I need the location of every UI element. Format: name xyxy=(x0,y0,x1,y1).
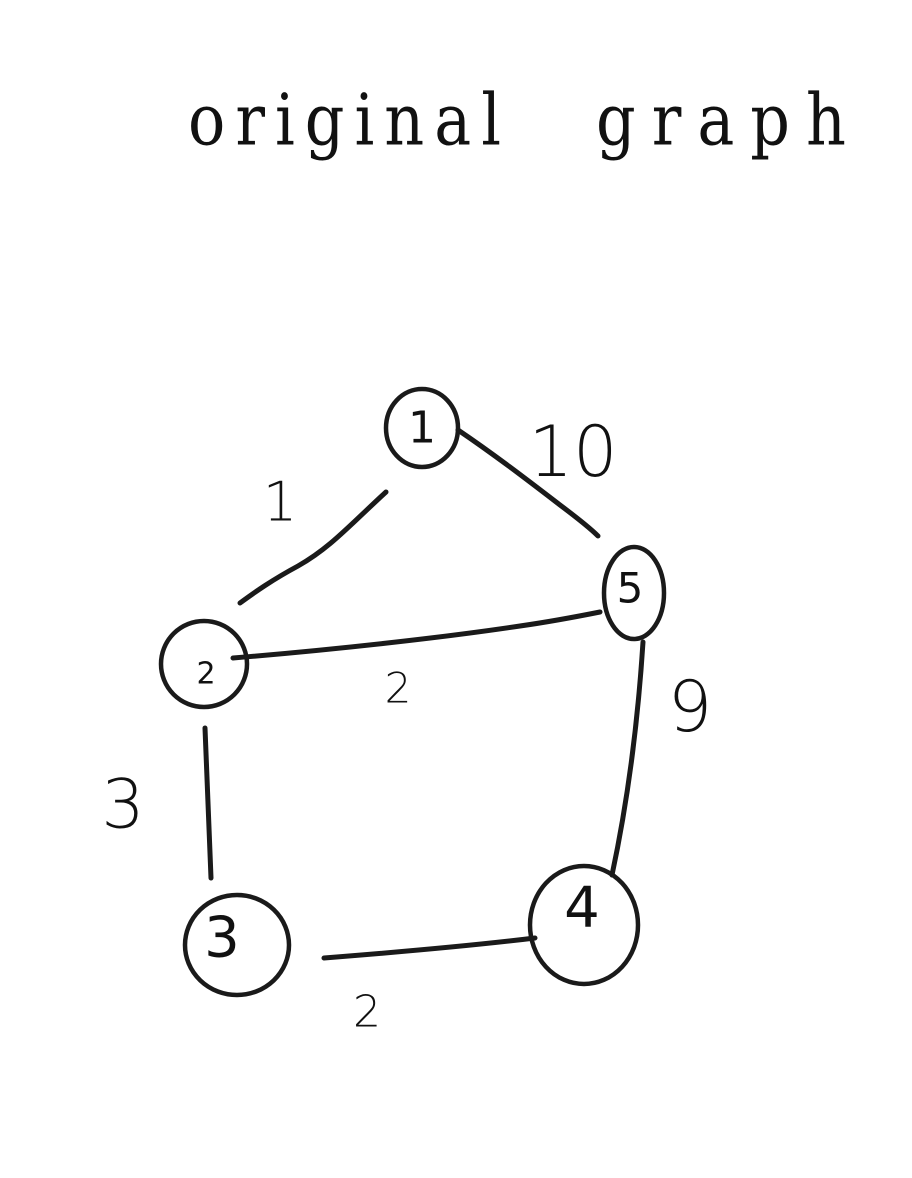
edge-1-5 xyxy=(455,427,601,539)
node-5-label: 5 xyxy=(617,564,644,613)
node-2-ring xyxy=(158,618,250,710)
node-4-label: 4 xyxy=(564,876,600,941)
title-word-graph: graph xyxy=(596,78,862,162)
nodes-layer: 1 2 3 4 5 xyxy=(158,386,667,998)
edge-weight-3-4: 2 xyxy=(353,987,381,1038)
edge-weight-5-4: 9 xyxy=(668,666,713,748)
node-5: 5 xyxy=(601,544,667,642)
edge-3-4 xyxy=(321,935,538,961)
weights-layer: 1 10 2 3 2 9 xyxy=(101,411,712,1038)
node-1-ring xyxy=(383,386,461,470)
node-3-label: 3 xyxy=(204,906,240,971)
node-2-label: 2 xyxy=(196,657,215,692)
edge-2-3 xyxy=(202,725,214,881)
edge-weight-1-5: 10 xyxy=(528,411,617,493)
edge-2-5 xyxy=(230,609,603,661)
node-1: 1 xyxy=(383,386,461,470)
node-4: 4 xyxy=(527,863,641,987)
node-5-ring xyxy=(601,544,667,642)
node-2: 2 xyxy=(158,618,250,710)
node-3-ring xyxy=(182,892,292,998)
edges-layer xyxy=(202,427,646,961)
node-3: 3 xyxy=(182,892,292,998)
edge-5-4 xyxy=(609,639,646,878)
edge-weight-2-5: 2 xyxy=(385,664,412,713)
edge-weight-2-3: 3 xyxy=(101,766,144,845)
node-1-label: 1 xyxy=(408,403,436,454)
title-word-original: original xyxy=(188,78,512,162)
node-4-ring xyxy=(527,863,641,987)
edge-1-2 xyxy=(237,489,389,606)
edge-weight-1-2: 1 xyxy=(263,471,297,534)
